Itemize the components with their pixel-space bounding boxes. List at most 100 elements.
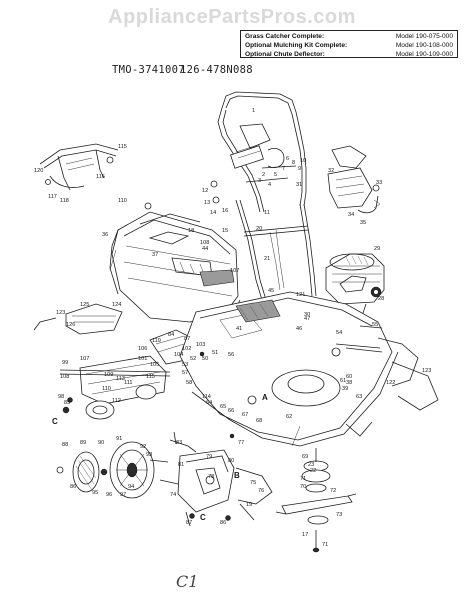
engine <box>325 253 385 323</box>
svg-text:13: 13 <box>204 200 210 206</box>
svg-text:19: 19 <box>246 502 252 508</box>
info-value: Model 190-108-000 <box>395 42 453 49</box>
misc-hardware <box>144 180 383 445</box>
svg-text:114: 114 <box>202 394 211 400</box>
info-value: Model 190-075-000 <box>395 33 453 40</box>
svg-text:20: 20 <box>256 226 262 232</box>
svg-text:58: 58 <box>186 380 192 386</box>
svg-text:89: 89 <box>80 440 86 446</box>
svg-text:73: 73 <box>336 512 342 518</box>
svg-text:31: 31 <box>296 182 302 188</box>
info-row: Optional Chute Deflector: Model 190-109-… <box>245 50 453 59</box>
self-propel-control <box>39 143 119 191</box>
drive-housing <box>159 439 273 527</box>
svg-text:110: 110 <box>118 198 127 204</box>
svg-text:51: 51 <box>212 350 218 356</box>
svg-text:72: 72 <box>330 488 336 494</box>
svg-text:116: 116 <box>96 174 105 180</box>
svg-text:7: 7 <box>282 166 285 172</box>
svg-text:C: C <box>52 417 58 426</box>
svg-text:60: 60 <box>346 374 352 380</box>
svg-text:3: 3 <box>258 178 261 184</box>
svg-text:115: 115 <box>146 374 155 380</box>
svg-text:37: 37 <box>152 252 158 258</box>
svg-text:102: 102 <box>182 346 191 352</box>
svg-text:105: 105 <box>150 362 159 368</box>
svg-text:12: 12 <box>202 188 208 194</box>
svg-text:46: 46 <box>296 326 302 332</box>
svg-text:117: 117 <box>48 194 57 200</box>
svg-text:87: 87 <box>186 520 192 526</box>
svg-text:53: 53 <box>182 362 188 368</box>
svg-text:65: 65 <box>220 404 226 410</box>
svg-text:121: 121 <box>296 292 305 298</box>
svg-text:56: 56 <box>228 352 234 358</box>
svg-text:4: 4 <box>268 182 271 188</box>
svg-text:67: 67 <box>242 412 248 418</box>
svg-text:70: 70 <box>300 484 306 490</box>
svg-text:15: 15 <box>222 228 228 234</box>
svg-text:1: 1 <box>252 108 255 114</box>
svg-text:74: 74 <box>170 492 176 498</box>
svg-text:83: 83 <box>176 440 182 446</box>
document-number: TMO-3741007 <box>112 64 185 76</box>
svg-text:11: 11 <box>264 210 270 216</box>
svg-text:123: 123 <box>422 368 431 374</box>
svg-text:94: 94 <box>128 484 134 490</box>
svg-text:86: 86 <box>70 484 76 490</box>
svg-text:119: 119 <box>152 338 161 344</box>
svg-text:57: 57 <box>182 370 188 376</box>
svg-text:107: 107 <box>230 268 239 274</box>
svg-text:39: 39 <box>342 386 348 392</box>
svg-text:79: 79 <box>206 454 212 460</box>
svg-text:87: 87 <box>184 336 190 342</box>
svg-text:80: 80 <box>228 458 234 464</box>
svg-text:108: 108 <box>200 240 209 246</box>
chute-deflector <box>327 145 381 214</box>
svg-text:50: 50 <box>202 356 208 362</box>
info-label: Optional Mulching Kit Complete: <box>245 42 348 49</box>
info-value: Model 190-109-000 <box>395 51 453 58</box>
svg-text:125: 125 <box>80 302 89 308</box>
svg-text:78: 78 <box>208 474 214 480</box>
svg-text:5: 5 <box>274 172 277 178</box>
svg-text:9: 9 <box>298 166 301 172</box>
svg-text:14: 14 <box>210 210 216 216</box>
svg-text:71: 71 <box>322 542 328 548</box>
svg-text:34: 34 <box>348 212 354 218</box>
svg-text:61: 61 <box>340 378 346 384</box>
svg-text:88: 88 <box>62 442 68 448</box>
svg-text:120: 120 <box>34 168 43 174</box>
svg-text:91: 91 <box>116 436 122 442</box>
mower-deck <box>179 291 439 447</box>
svg-text:104: 104 <box>174 352 183 358</box>
svg-text:36: 36 <box>102 232 108 238</box>
svg-text:8: 8 <box>292 160 295 166</box>
svg-text:103: 103 <box>196 342 205 348</box>
watermark-text: AppliancePartsPros.com <box>108 6 356 28</box>
document-number: 126-478N088 <box>180 64 253 76</box>
svg-text:62: 62 <box>286 414 292 420</box>
svg-text:18: 18 <box>188 228 194 234</box>
svg-text:110: 110 <box>102 386 111 392</box>
grass-catcher-bag <box>109 211 241 323</box>
svg-text:71: 71 <box>300 476 306 482</box>
svg-text:96: 96 <box>106 492 112 498</box>
info-label: Optional Chute Deflector: <box>245 51 325 58</box>
upper-handle <box>217 91 307 213</box>
svg-text:44: 44 <box>202 246 208 252</box>
svg-text:97: 97 <box>120 492 126 498</box>
lower-handle <box>235 199 317 301</box>
svg-text:122: 122 <box>386 380 395 386</box>
svg-text:38: 38 <box>346 380 352 386</box>
svg-text:77: 77 <box>238 440 244 446</box>
blade-assembly <box>275 448 357 553</box>
svg-text:22: 22 <box>310 468 316 474</box>
svg-text:84: 84 <box>168 332 174 338</box>
svg-text:106: 106 <box>138 346 147 352</box>
svg-text:64: 64 <box>206 400 212 406</box>
svg-text:98: 98 <box>58 394 64 400</box>
svg-text:23: 23 <box>308 462 314 468</box>
